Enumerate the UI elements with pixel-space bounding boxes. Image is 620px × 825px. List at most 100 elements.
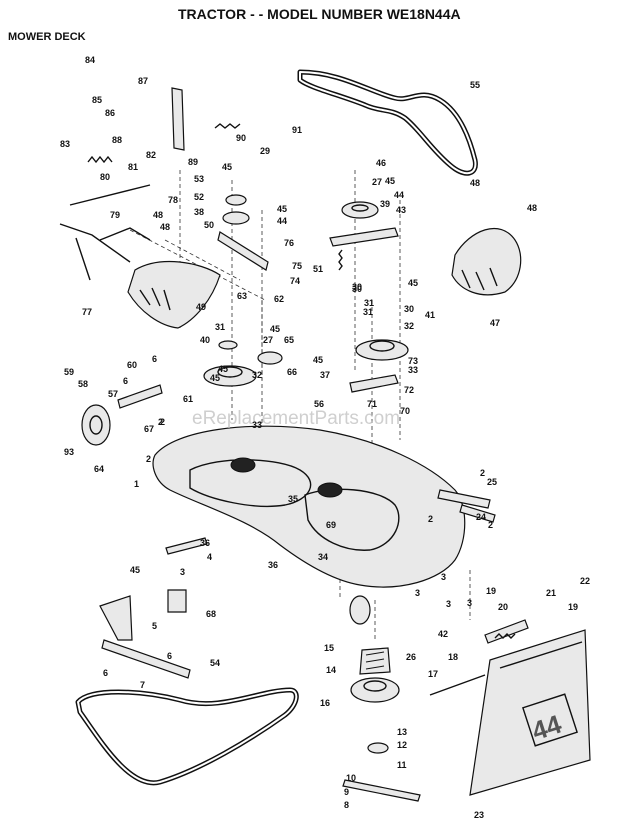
callout-41: 41 xyxy=(425,310,435,320)
callout-50: 50 xyxy=(204,220,214,230)
callout-86: 86 xyxy=(105,108,115,118)
callout-12: 12 xyxy=(397,740,407,750)
callout-2: 2 xyxy=(480,468,485,478)
callout-15: 15 xyxy=(324,643,334,653)
callout-67: 67 xyxy=(144,424,154,434)
callout-7: 7 xyxy=(140,680,145,690)
discharge-chute: 44 xyxy=(469,629,591,796)
callout-33: 33 xyxy=(408,365,418,375)
callout-13: 13 xyxy=(397,727,407,737)
callout-31: 31 xyxy=(363,307,373,317)
callout-84: 84 xyxy=(85,55,95,65)
callout-75: 75 xyxy=(292,261,302,271)
callout-2: 2 xyxy=(146,454,151,464)
callout-53: 53 xyxy=(194,174,204,184)
callout-27: 27 xyxy=(372,177,382,187)
mower-deck xyxy=(152,425,466,588)
spindle-hub-right xyxy=(317,482,343,498)
callout-83: 83 xyxy=(60,139,70,149)
callout-32: 32 xyxy=(252,370,262,380)
callout-63: 63 xyxy=(237,291,247,301)
callout-70: 70 xyxy=(400,406,410,416)
callout-31: 31 xyxy=(215,322,225,332)
callout-3: 3 xyxy=(446,599,451,609)
callout-6: 6 xyxy=(123,376,128,386)
callout-1: 1 xyxy=(134,479,139,489)
callout-45: 45 xyxy=(210,373,220,383)
callout-71: 71 xyxy=(367,399,377,409)
callout-19: 19 xyxy=(486,586,496,596)
callout-29: 29 xyxy=(260,146,270,156)
section-title: MOWER DECK xyxy=(8,31,86,43)
callout-48: 48 xyxy=(527,203,537,213)
callout-42: 42 xyxy=(438,629,448,639)
belt-cover-left xyxy=(127,260,221,329)
callout-45: 45 xyxy=(222,162,232,172)
callout-57: 57 xyxy=(108,389,118,399)
callout-49: 49 xyxy=(196,302,206,312)
callout-65: 65 xyxy=(284,335,294,345)
callout-46: 46 xyxy=(376,158,386,168)
callout-33: 33 xyxy=(252,420,262,430)
callout-11: 11 xyxy=(397,760,407,770)
callout-74: 74 xyxy=(290,276,300,286)
callout-62: 62 xyxy=(274,294,284,304)
callout-85: 85 xyxy=(92,95,102,105)
callout-45: 45 xyxy=(270,324,280,334)
callout-45: 45 xyxy=(313,355,323,365)
callout-61: 61 xyxy=(183,394,193,404)
callout-2: 2 xyxy=(488,520,493,530)
callout-79: 79 xyxy=(110,210,120,220)
callout-17: 17 xyxy=(428,669,438,679)
callout-21: 21 xyxy=(546,588,556,598)
callout-76: 76 xyxy=(284,238,294,248)
callout-30: 30 xyxy=(352,284,362,294)
callout-48: 48 xyxy=(153,210,163,220)
callout-6: 6 xyxy=(167,651,172,661)
callout-89: 89 xyxy=(188,157,198,167)
callout-87: 87 xyxy=(138,76,148,86)
callout-80: 80 xyxy=(100,172,110,182)
callout-9: 9 xyxy=(344,787,349,797)
callout-24: 24 xyxy=(476,512,486,522)
callout-3: 3 xyxy=(180,567,185,577)
callout-58: 58 xyxy=(78,379,88,389)
callout-45: 45 xyxy=(218,364,228,374)
callout-40: 40 xyxy=(200,335,210,345)
callout-31: 31 xyxy=(364,298,374,308)
callout-32: 32 xyxy=(404,321,414,331)
callout-52: 52 xyxy=(194,192,204,202)
callout-2: 2 xyxy=(160,417,165,427)
callout-19: 19 xyxy=(568,602,578,612)
callout-3: 3 xyxy=(441,572,446,582)
callout-35: 35 xyxy=(288,494,298,504)
callout-64: 64 xyxy=(94,464,104,474)
springs xyxy=(87,123,516,639)
callout-60: 60 xyxy=(127,360,137,370)
callout-44: 44 xyxy=(394,190,404,200)
callout-55: 55 xyxy=(470,80,480,90)
callout-88: 88 xyxy=(112,135,122,145)
spindle-hub-left xyxy=(230,457,256,473)
callout-6: 6 xyxy=(103,668,108,678)
callout-44: 44 xyxy=(277,216,287,226)
callout-43: 43 xyxy=(396,205,406,215)
callout-22: 22 xyxy=(580,576,590,586)
callout-47: 47 xyxy=(490,318,500,328)
callout-30: 30 xyxy=(404,304,414,314)
callout-51: 51 xyxy=(313,264,323,274)
callout-45: 45 xyxy=(385,176,395,186)
belt-cover-right xyxy=(451,227,522,296)
callout-26: 26 xyxy=(406,652,416,662)
callout-30: 30 xyxy=(352,282,362,292)
callout-77: 77 xyxy=(82,307,92,317)
callout-54: 54 xyxy=(210,658,220,668)
callout-3: 3 xyxy=(467,598,472,608)
pulley-assemblies xyxy=(203,194,409,703)
callout-82: 82 xyxy=(146,150,156,160)
callout-39: 39 xyxy=(380,199,390,209)
callout-45: 45 xyxy=(408,278,418,288)
callout-37: 37 xyxy=(320,370,330,380)
